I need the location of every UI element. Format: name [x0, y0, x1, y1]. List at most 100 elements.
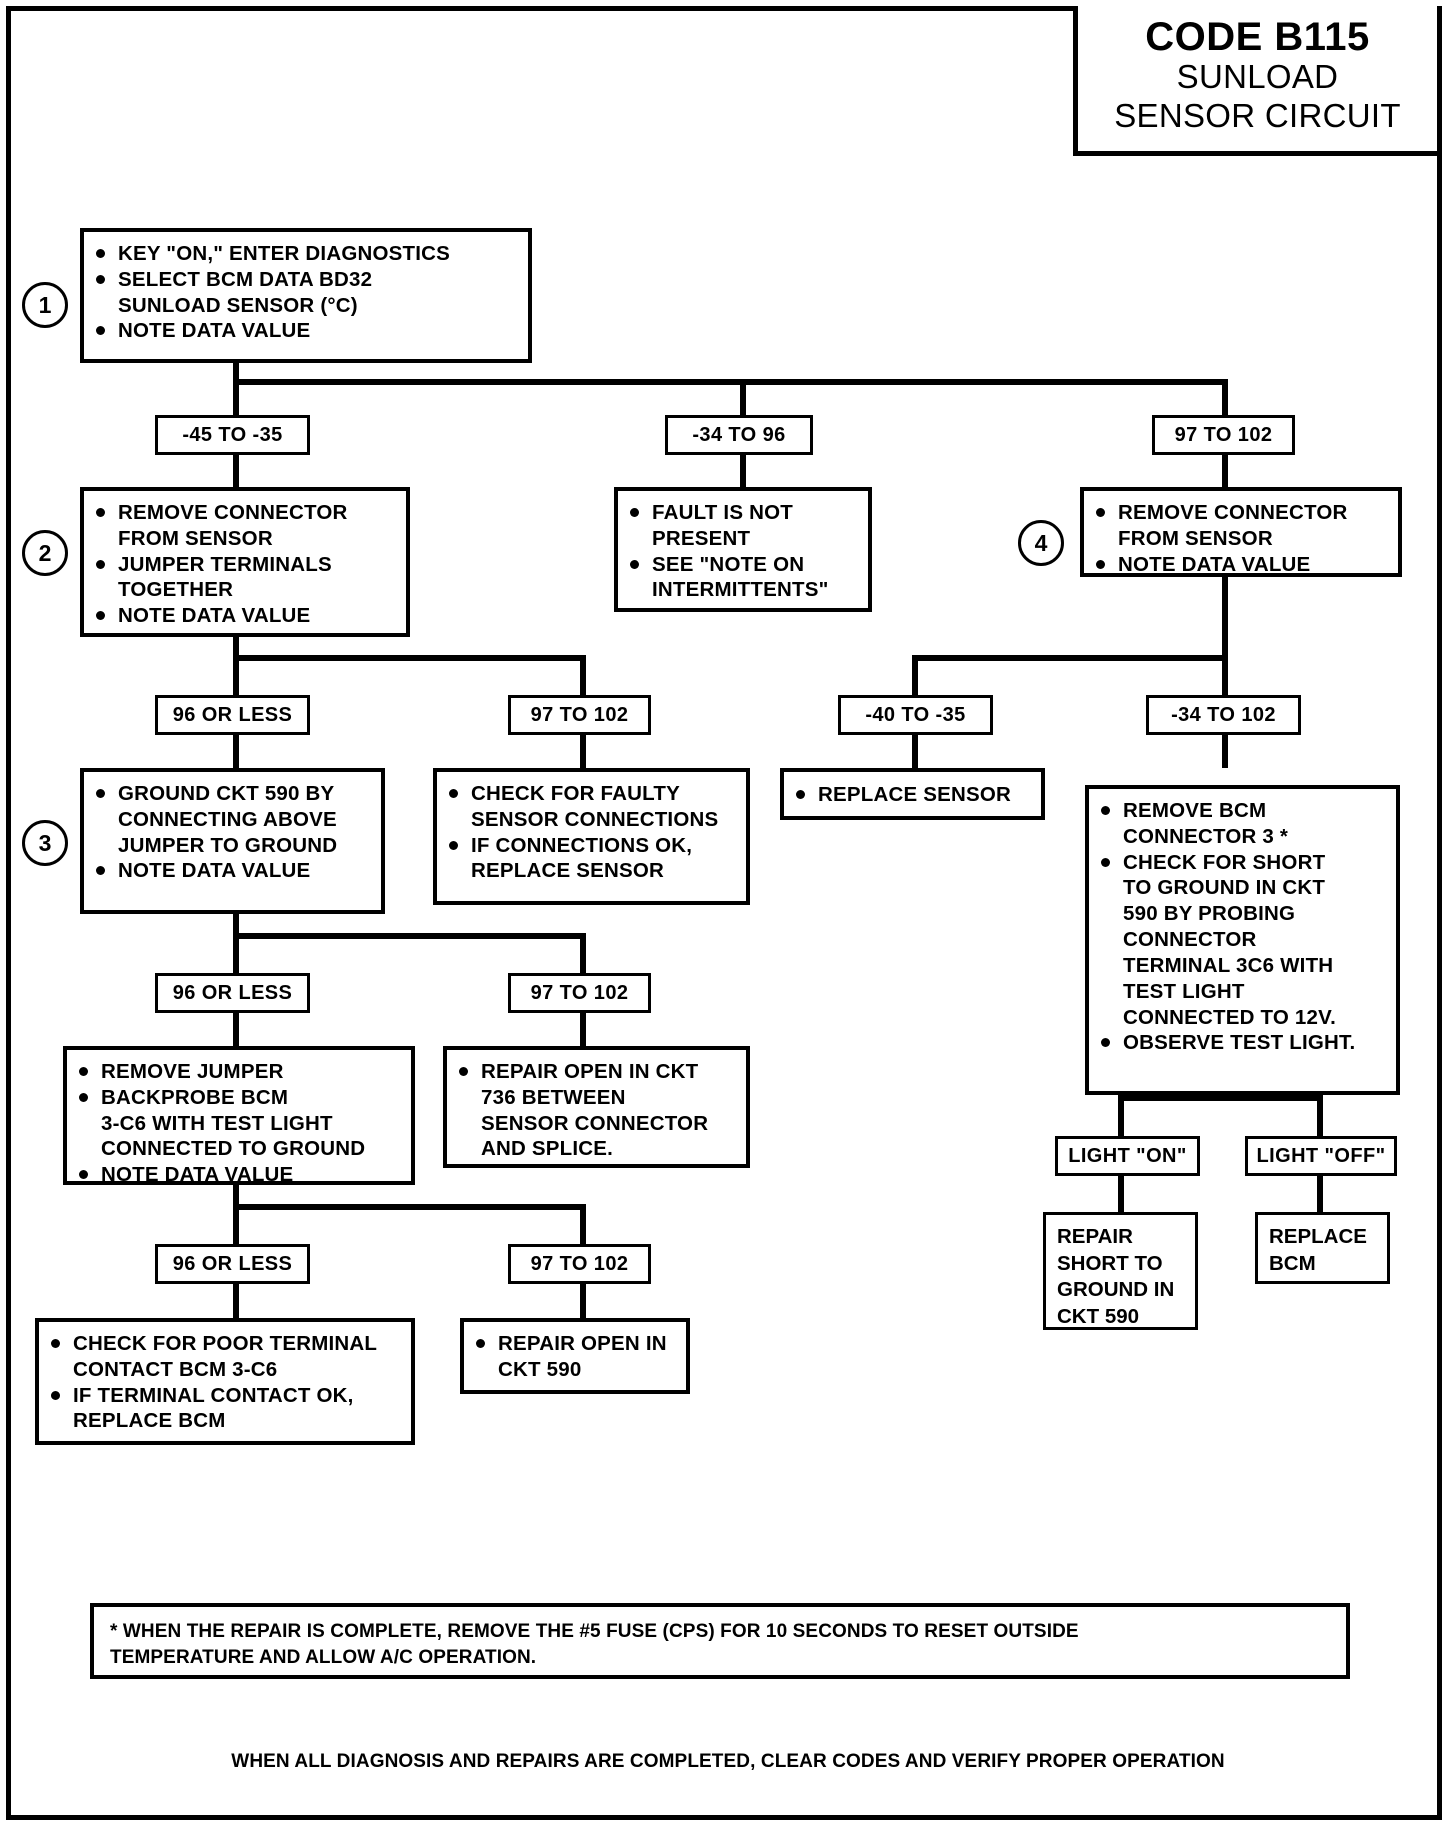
connector-line	[233, 1204, 239, 1244]
box-step1: KEY "ON," ENTER DIAGNOSTICS SELECT BCM D…	[80, 228, 532, 363]
step-marker-2-label: 2	[38, 539, 52, 566]
range-label-minus45-to-minus35: -45 TO -35	[155, 415, 310, 455]
step-marker-1: 1	[22, 282, 68, 328]
connector-line	[233, 379, 1228, 385]
connector-line	[233, 655, 239, 695]
connector-line	[1317, 1095, 1323, 1136]
box-step3-list: GROUND CKT 590 BY CONNECTING ABOVE JUMPE…	[94, 781, 373, 884]
list-item: REPAIR OPEN IN CKT 590	[474, 1331, 678, 1383]
connector-line	[233, 379, 239, 415]
connector-line	[233, 1011, 239, 1046]
box-step2-list: REMOVE CONNECTOR FROM SENSOR JUMPER TERM…	[94, 500, 398, 629]
list-item: IF CONNECTIONS OK, REPLACE SENSOR	[447, 833, 738, 885]
connector-line	[580, 1011, 586, 1046]
list-item: CHECK FOR SHORT TO GROUND IN CKT 590 BY …	[1099, 850, 1388, 1031]
connector-line	[233, 655, 586, 661]
box-fault-not-present: FAULT IS NOT PRESENT SEE "NOTE ON INTERM…	[614, 487, 872, 612]
connector-line	[233, 1282, 239, 1318]
list-item: CHECK FOR FAULTY SENSOR CONNECTIONS	[447, 781, 738, 833]
connector-line	[580, 933, 586, 973]
title-code: CODE B115	[1145, 15, 1370, 59]
list-item: GROUND CKT 590 BY CONNECTING ABOVE JUMPE…	[94, 781, 373, 858]
range-label-minus40-to-minus35: -40 TO -35	[838, 695, 993, 735]
box-replace-bcm: REPLACE BCM	[1255, 1212, 1390, 1284]
box-remove-bcm-connector: REMOVE BCM CONNECTOR 3 * CHECK FOR SHORT…	[1085, 785, 1400, 1095]
connector-line	[233, 1185, 239, 1210]
label-light-off: LIGHT "OFF"	[1245, 1136, 1397, 1176]
box-step2: REMOVE CONNECTOR FROM SENSOR JUMPER TERM…	[80, 487, 410, 637]
connector-line	[580, 733, 586, 768]
box-check-poor-terminal-list: CHECK FOR POOR TERMINAL CONTACT BCM 3-C6…	[49, 1331, 403, 1434]
box-repair-open-736-list: REPAIR OPEN IN CKT 736 BETWEEN SENSOR CO…	[457, 1059, 738, 1162]
box-step4: REMOVE CONNECTOR FROM SENSOR NOTE DATA V…	[1080, 487, 1402, 577]
connector-line	[233, 914, 239, 939]
connector-line	[580, 655, 586, 695]
range-label-minus34-to-102: -34 TO 102	[1146, 695, 1301, 735]
list-item: OBSERVE TEST LIGHT.	[1099, 1030, 1388, 1056]
box-repair-open-ckt590: REPAIR OPEN IN CKT 590	[460, 1318, 690, 1394]
box-step4-list: REMOVE CONNECTOR FROM SENSOR NOTE DATA V…	[1094, 500, 1390, 577]
connector-line	[580, 1204, 586, 1244]
list-item: REMOVE CONNECTOR FROM SENSOR	[94, 500, 398, 552]
box-remove-jumper: REMOVE JUMPER BACKPROBE BCM 3-C6 WITH TE…	[63, 1046, 415, 1188]
list-item: KEY "ON," ENTER DIAGNOSTICS	[94, 241, 520, 267]
list-item: BACKPROBE BCM 3-C6 WITH TEST LIGHT CONNE…	[77, 1085, 403, 1162]
list-item: JUMPER TERMINALS TOGETHER	[94, 552, 398, 604]
box-replace-sensor: REPLACE SENSOR	[780, 768, 1045, 820]
connector-line	[233, 363, 239, 385]
connector-line	[233, 933, 586, 939]
connector-line	[233, 636, 239, 661]
list-item: NOTE DATA VALUE	[77, 1162, 403, 1188]
list-item: CHECK FOR POOR TERMINAL CONTACT BCM 3-C6	[49, 1331, 403, 1383]
range-label-97-to-102-a: 97 TO 102	[1152, 415, 1295, 455]
connector-line	[233, 733, 239, 768]
connector-line	[1118, 1095, 1124, 1136]
list-item: SEE "NOTE ON INTERMITTENTS"	[628, 552, 860, 604]
box-replace-sensor-list: REPLACE SENSOR	[794, 782, 1033, 808]
box-step3: GROUND CKT 590 BY CONNECTING ABOVE JUMPE…	[80, 768, 385, 914]
connector-line	[1222, 577, 1228, 657]
page-border	[6, 6, 1442, 1820]
connector-line	[1118, 1172, 1124, 1212]
list-item: NOTE DATA VALUE	[94, 858, 373, 884]
title-subtitle-line2: SENSOR CIRCUIT	[1114, 96, 1401, 134]
connector-line	[233, 933, 239, 973]
list-item: IF TERMINAL CONTACT OK, REPLACE BCM	[49, 1383, 403, 1435]
list-item: FAULT IS NOT PRESENT	[628, 500, 860, 552]
connector-line	[1222, 453, 1228, 487]
connector-line	[912, 733, 918, 768]
list-item: NOTE DATA VALUE	[94, 603, 398, 629]
connector-line	[1118, 1095, 1323, 1101]
connector-line	[1317, 1172, 1323, 1212]
connector-line	[1222, 733, 1228, 768]
list-item: SELECT BCM DATA BD32 SUNLOAD SENSOR (°C)	[94, 267, 520, 319]
connector-line	[912, 655, 1228, 661]
box-check-faulty-connections: CHECK FOR FAULTY SENSOR CONNECTIONS IF C…	[433, 768, 750, 905]
list-item: REMOVE BCM CONNECTOR 3 *	[1099, 798, 1388, 850]
box-repair-open-ckt736: REPAIR OPEN IN CKT 736 BETWEEN SENSOR CO…	[443, 1046, 750, 1168]
box-repair-open-590-list: REPAIR OPEN IN CKT 590	[474, 1331, 678, 1383]
range-label-97-to-102-c: 97 TO 102	[508, 973, 651, 1013]
label-light-on: LIGHT "ON"	[1055, 1136, 1200, 1176]
connector-line	[1222, 379, 1228, 415]
range-label-96-or-less-b: 96 OR LESS	[155, 973, 310, 1013]
list-item: REMOVE CONNECTOR FROM SENSOR	[1094, 500, 1390, 552]
box-check-poor-terminal: CHECK FOR POOR TERMINAL CONTACT BCM 3-C6…	[35, 1318, 415, 1445]
list-item: NOTE DATA VALUE	[94, 318, 520, 344]
title-subtitle-line1: SUNLOAD	[1176, 58, 1339, 95]
title-block: CODE B115 SUNLOAD SENSOR CIRCUIT	[1073, 6, 1437, 156]
footnote-text: * WHEN THE REPAIR IS COMPLETE, REMOVE TH…	[90, 1603, 1350, 1679]
step-marker-4-label: 4	[1034, 529, 1048, 556]
range-label-96-or-less-c: 96 OR LESS	[155, 1244, 310, 1284]
closing-statement: WHEN ALL DIAGNOSIS AND REPAIRS ARE COMPL…	[231, 1751, 1225, 1772]
range-label-97-to-102-d: 97 TO 102	[508, 1244, 651, 1284]
connector-line	[580, 1282, 586, 1318]
box-remove-jumper-list: REMOVE JUMPER BACKPROBE BCM 3-C6 WITH TE…	[77, 1059, 403, 1188]
step-marker-4: 4	[1018, 520, 1064, 566]
step-marker-3-label: 3	[38, 829, 52, 856]
step-marker-2: 2	[22, 530, 68, 576]
box-repair-short-to-ground: REPAIR SHORT TO GROUND IN CKT 590	[1043, 1212, 1198, 1330]
connector-line	[740, 453, 746, 487]
box-step1-list: KEY "ON," ENTER DIAGNOSTICS SELECT BCM D…	[94, 241, 520, 344]
